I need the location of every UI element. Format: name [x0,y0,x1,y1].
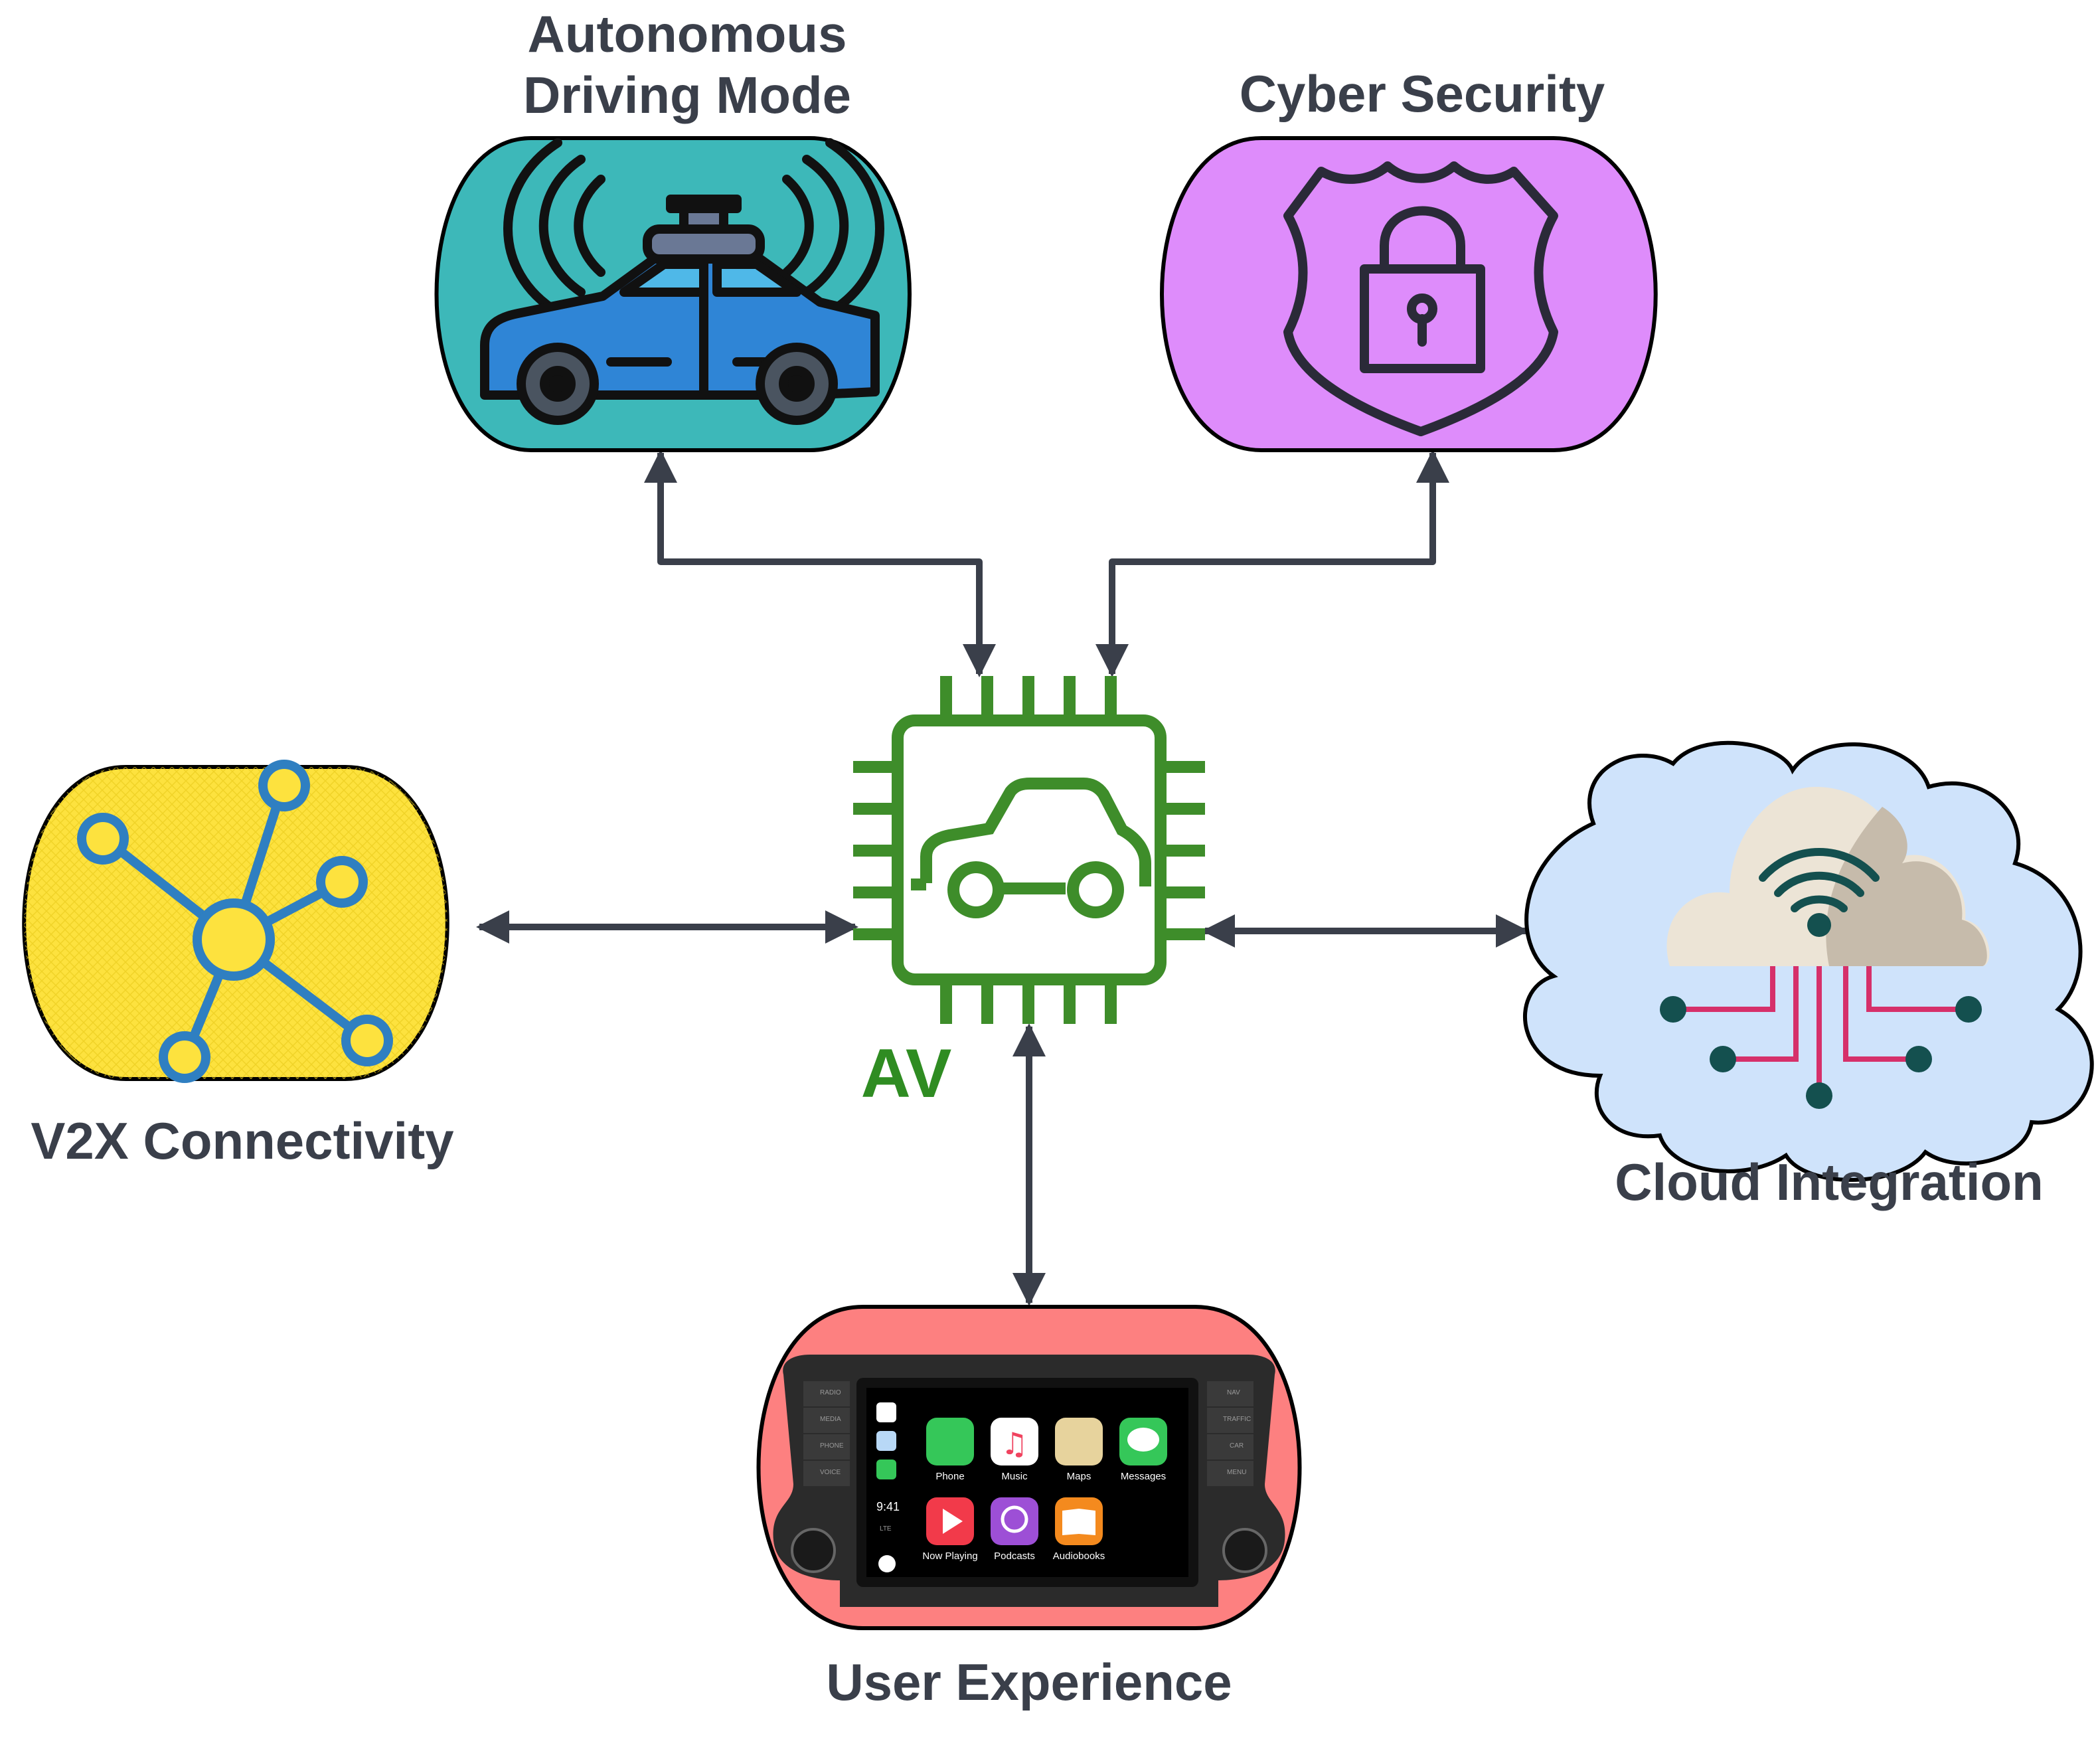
svg-text:PHONE: PHONE [820,1442,844,1450]
svg-text:Podcasts: Podcasts [994,1550,1035,1562]
shield-lock-icon [1283,161,1558,436]
svg-text:LTE: LTE [880,1525,892,1533]
maps-app-icon [1055,1418,1103,1465]
left-panel-buttons: RADIO MEDIA PHONE VOICE [803,1381,850,1486]
node-av-chip: AV [853,676,1205,1112]
node-user-experience: RADIO MEDIA PHONE VOICE NAV TRAFFIC CAR … [756,1305,1302,1711]
node-cloud: Cloud Integration [1523,740,2094,1211]
svg-text:MENU: MENU [1227,1469,1246,1476]
svg-text:Phone: Phone [935,1471,964,1482]
network-hub-icon [77,760,393,1083]
svg-text:Maps: Maps [1067,1471,1091,1482]
svg-text:NAV: NAV [1227,1389,1240,1396]
cloud-wifi-icon [1660,787,1990,1109]
svg-text:RADIO: RADIO [820,1389,841,1396]
node-v2x: V2X Connectivity [22,760,454,1170]
av-label: AV [861,1035,952,1112]
svg-text:MEDIA: MEDIA [820,1416,841,1423]
v2x-title: V2X Connectivity [31,1112,453,1170]
svg-text:Messages: Messages [1121,1471,1166,1482]
cyber-title: Cyber Security [1240,64,1605,123]
svg-text:Music: Music [1001,1471,1028,1482]
svg-text:CAR: CAR [1230,1442,1244,1450]
connectors [476,450,1529,1306]
node-cyber-security: Cyber Security [1160,64,1658,452]
carplay-head-unit: RADIO MEDIA PHONE VOICE NAV TRAFFIC CAR … [773,1355,1285,1607]
right-panel-buttons: NAV TRAFFIC CAR MENU [1207,1381,1253,1486]
music-app-icon [991,1418,1038,1465]
node-autonomous-driving: Autonomous Driving Mode [434,5,912,452]
phone-app-icon [926,1418,974,1465]
arrow-autonomous-av [644,450,996,677]
cloud-title: Cloud Integration [1615,1153,2044,1211]
cyber-shape [1160,136,1658,452]
chip-icon [853,676,1205,1024]
carplay-dock: 9:41 LTE [876,1402,900,1572]
autonomous-title-line2: Driving Mode [523,66,851,124]
autonomous-title-line1: Autonomous [528,5,847,63]
svg-text:VOICE: VOICE [820,1469,841,1476]
svg-text:TRAFFIC: TRAFFIC [1223,1416,1251,1423]
podcasts-app-icon [991,1497,1038,1545]
autonomous-car-icon [480,138,884,425]
svg-text:Audiobooks: Audiobooks [1053,1550,1105,1562]
svg-text:Now Playing: Now Playing [922,1550,977,1562]
ux-title: User Experience [826,1653,1232,1711]
arrow-cyber-av [1095,450,1449,677]
svg-text:♫: ♫ [1001,1426,1028,1462]
carplay-apps: ♫ Phone Music Maps Messages Now Playing … [922,1418,1167,1562]
svg-text:9:41: 9:41 [876,1500,900,1513]
left-knob-icon [791,1528,836,1573]
right-knob-icon [1222,1528,1267,1573]
